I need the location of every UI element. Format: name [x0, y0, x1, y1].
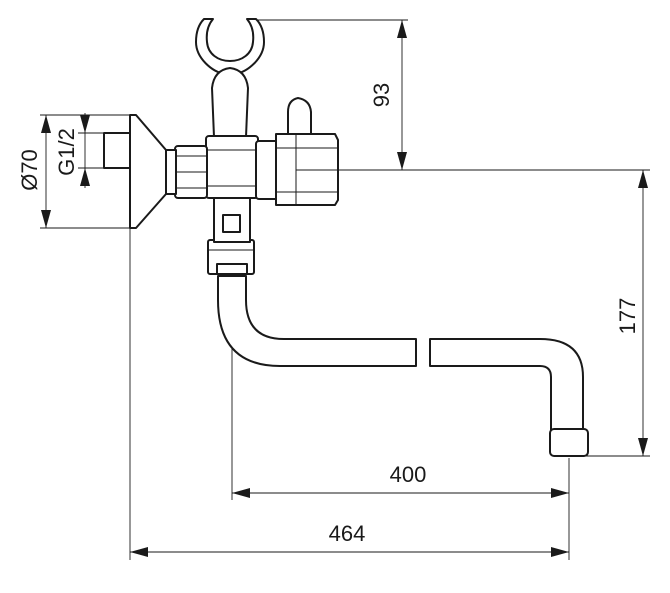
dim-thread-size-label: G1/2	[54, 128, 79, 176]
dim-177-label: 177	[615, 298, 640, 335]
valve-cap	[255, 133, 339, 206]
spout-coupling	[207, 239, 255, 275]
lever-handle	[287, 97, 312, 135]
valve-body	[205, 135, 259, 199]
dimension-lines	[41, 20, 648, 557]
thread-connector	[103, 132, 131, 169]
extension-lines	[40, 19, 650, 560]
spout	[217, 275, 589, 457]
wall-flange	[129, 114, 167, 229]
inlet-nut	[163, 145, 208, 199]
shower-holder	[195, 18, 265, 138]
valve-window	[222, 214, 241, 233]
dim-400-label: 400	[390, 462, 427, 487]
faucet-body	[103, 18, 589, 457]
dim-464-label: 464	[329, 521, 366, 546]
aerator	[549, 428, 589, 457]
dim-93-label: 93	[369, 83, 394, 107]
dim-flange-diameter-label: Ø70	[17, 149, 42, 191]
